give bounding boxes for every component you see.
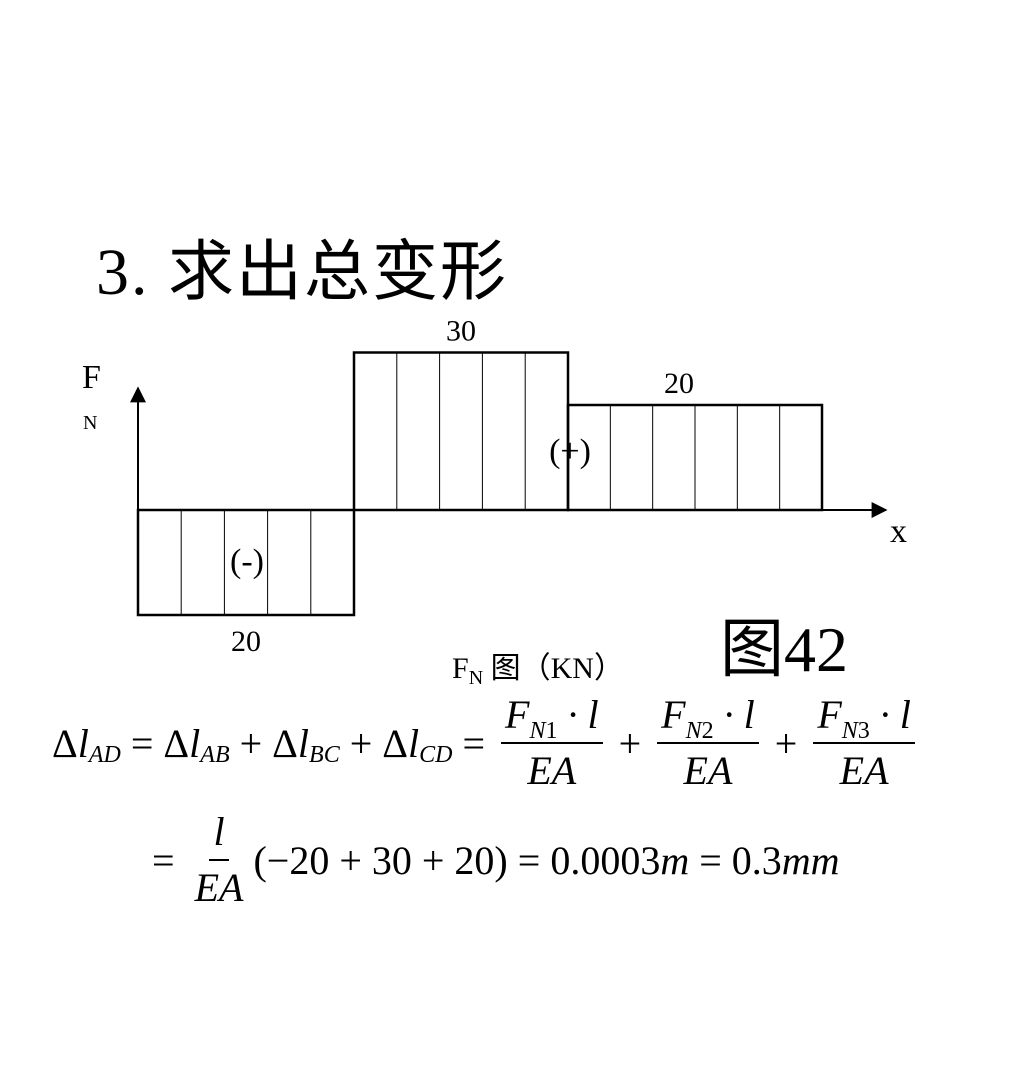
result-meters-unit: m bbox=[660, 837, 690, 883]
plus-sign: + bbox=[618, 720, 642, 766]
caption-subscript: N bbox=[468, 667, 484, 689]
fraction-2: FN2 · l EA bbox=[657, 694, 759, 792]
segment-sign-label: (-) bbox=[230, 543, 264, 580]
fraction-denominator: EA bbox=[191, 861, 248, 909]
fraction-3-denominator: EA bbox=[836, 744, 893, 792]
term2-sub: BC bbox=[309, 741, 340, 768]
result-millimeters-unit: mm bbox=[781, 837, 840, 883]
fraction-2-denominator: EA bbox=[680, 744, 737, 792]
diagram-caption: FN 图（KN） bbox=[452, 643, 624, 690]
figure-label: 图42 bbox=[720, 614, 848, 685]
f1-den: EA bbox=[527, 748, 577, 793]
segments-layer bbox=[136, 351, 824, 617]
result-millimeters-value: 0.3 bbox=[731, 837, 782, 883]
numerator-var: l bbox=[213, 809, 225, 854]
lhs-delta: Δ bbox=[52, 720, 78, 766]
f3-idx: 3 bbox=[857, 718, 870, 744]
term1-sub: AB bbox=[200, 741, 230, 768]
segment-value-label: 20 bbox=[664, 367, 694, 400]
result-meters-value: 0.0003 bbox=[550, 837, 661, 883]
x-axis-label: x bbox=[890, 513, 907, 550]
equals-sign: = bbox=[699, 837, 722, 883]
term3-var: l bbox=[408, 720, 420, 766]
denominator-var: EA bbox=[194, 865, 244, 910]
equals-sign: = bbox=[462, 720, 486, 766]
plus-sign: + bbox=[774, 720, 798, 766]
f2-var: F bbox=[661, 692, 686, 737]
plus-sign: + bbox=[349, 720, 373, 766]
term3-sub: CD bbox=[419, 741, 453, 768]
f3-sub: N bbox=[841, 718, 858, 744]
equals-sign: = bbox=[517, 837, 541, 883]
fraction-1-numerator: FN1 · l bbox=[501, 694, 603, 744]
equals-sign: = bbox=[130, 720, 154, 766]
fraction-2-numerator: FN2 · l bbox=[657, 694, 759, 744]
f1-idx: 1 bbox=[545, 718, 558, 744]
lhs-sub: AD bbox=[88, 741, 121, 768]
term1-delta: Δ bbox=[163, 720, 190, 766]
term1-var: l bbox=[189, 720, 201, 766]
f2-sub: N bbox=[685, 718, 702, 744]
f2-den: EA bbox=[683, 748, 733, 793]
f1-rest: · l bbox=[557, 692, 599, 737]
segment-sign-label: (+) bbox=[549, 433, 591, 470]
equals-sign: = bbox=[152, 837, 175, 883]
f2-rest: · l bbox=[713, 692, 755, 737]
segment-value-label: 30 bbox=[446, 315, 476, 348]
f3-var: F bbox=[817, 692, 842, 737]
caption-text: 图（KN） bbox=[483, 652, 624, 685]
f2-idx: 2 bbox=[701, 718, 714, 744]
lhs-var: l bbox=[77, 720, 89, 766]
force-segment-1 bbox=[136, 508, 356, 617]
force-segment-2 bbox=[352, 351, 570, 512]
plus-sign: + bbox=[239, 720, 263, 766]
fraction-1: FN1 · l EA bbox=[501, 694, 603, 792]
term3-delta: Δ bbox=[382, 720, 408, 766]
caption-symbol: F bbox=[452, 652, 469, 685]
fraction-3: FN3 · l EA bbox=[813, 694, 915, 792]
fraction-1-denominator: EA bbox=[523, 744, 580, 792]
f3-rest: · l bbox=[869, 692, 911, 737]
segment-value-label: 20 bbox=[231, 625, 261, 658]
f1-var: F bbox=[505, 692, 530, 737]
fraction-3-numerator: FN3 · l bbox=[813, 694, 915, 744]
term2-var: l bbox=[297, 720, 310, 766]
y-axis-label-subscript: N bbox=[83, 412, 97, 434]
force-sum: (−20 + 30 + 20) bbox=[253, 837, 508, 883]
labels-layer: 20 (-) 30 (+) 20 bbox=[230, 315, 694, 659]
y-axis-label: F bbox=[82, 359, 101, 396]
f3-den: EA bbox=[839, 748, 889, 793]
term2-delta: Δ bbox=[272, 720, 298, 766]
f1-sub: N bbox=[529, 718, 546, 744]
fraction-l-over-ea: l EA bbox=[191, 811, 248, 909]
fraction-numerator: l bbox=[209, 809, 229, 861]
slide-title: 3. 求出总变形 bbox=[96, 236, 508, 309]
